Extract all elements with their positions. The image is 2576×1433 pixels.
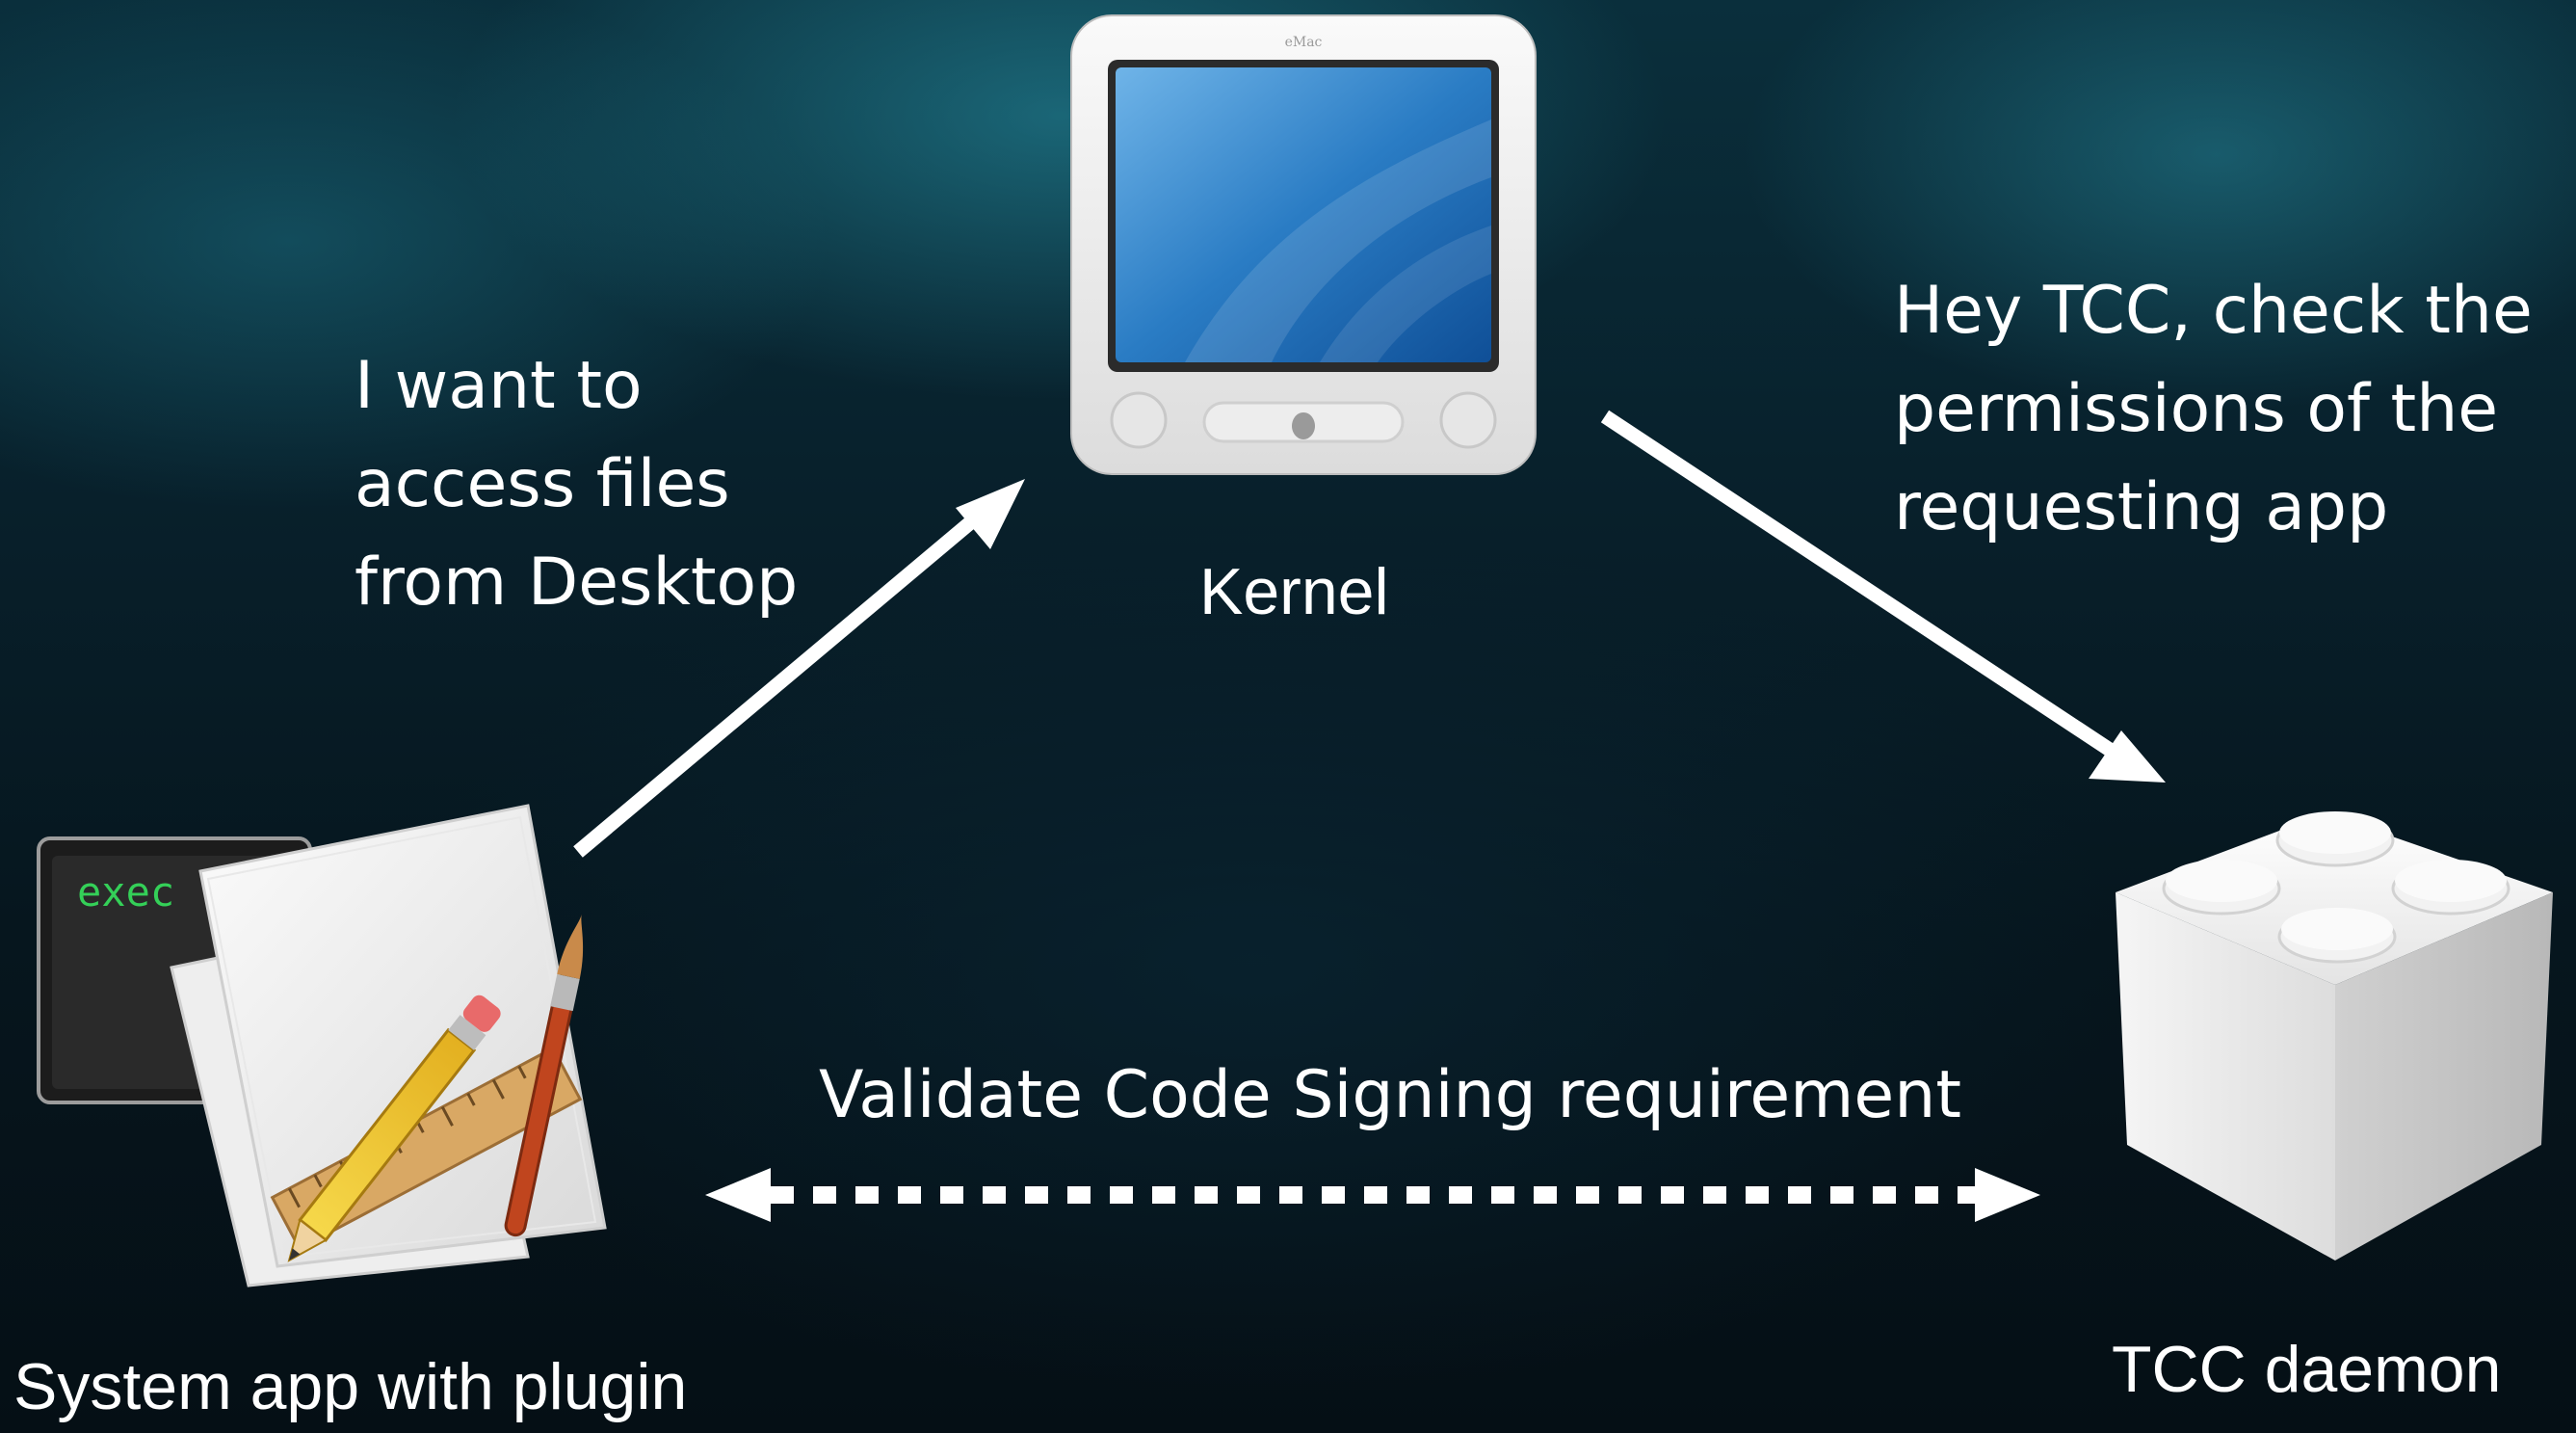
message-line: permissions of the	[1894, 371, 2499, 447]
svg-text:eMac: eMac	[1285, 35, 1323, 50]
tcc-label: TCC daemon	[2112, 1333, 2502, 1406]
kernel-label: Kernel	[1199, 555, 1389, 628]
script-editor-app-icon: exec	[37, 804, 607, 1287]
message-line: requesting app	[1894, 469, 2389, 545]
app-to-kernel-message: I want to access files from Desktop	[355, 337, 798, 632]
arrow-kernel-to-tcc	[1600, 410, 2115, 756]
lego-brick-plugin-icon	[2116, 811, 2553, 1261]
kernel-to-tcc-message: Hey TCC, check the permissions of the re…	[1894, 262, 2533, 557]
message-line: I want to	[355, 348, 643, 424]
message-line: from Desktop	[355, 544, 799, 621]
message-line: access files	[355, 446, 730, 522]
validate-label: Validate Code Signing requirement	[819, 1057, 1962, 1133]
emac-computer-icon: eMac	[1070, 14, 1537, 475]
app-label: System app with plugin	[13, 1350, 688, 1423]
message-line: Hey TCC, check the	[1894, 273, 2533, 349]
terminal-text: exec	[77, 868, 174, 916]
